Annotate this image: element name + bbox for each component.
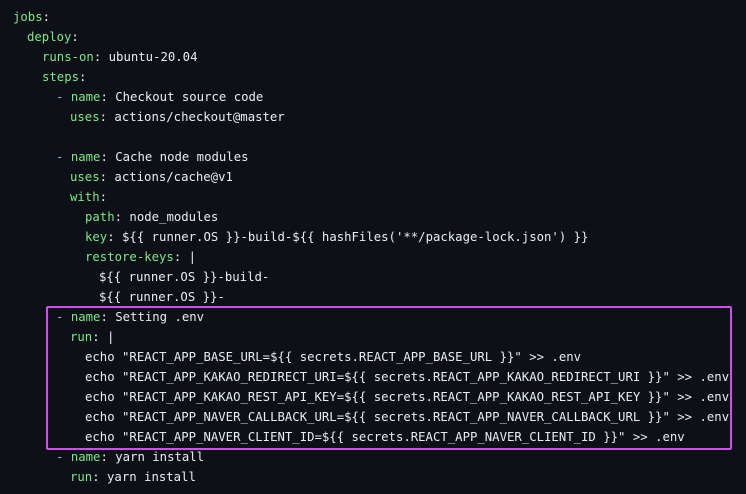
yaml-colon: :	[114, 210, 123, 224]
yaml-colon: :	[99, 190, 108, 204]
yaml-colon: :	[42, 10, 51, 24]
code-line: ${{ runner.OS }}-	[99, 287, 225, 307]
yaml-value: ubuntu-20.04	[101, 50, 198, 64]
yaml-value: node_modules	[122, 210, 219, 224]
yaml-colon: :	[100, 150, 108, 164]
yaml-colon: :	[173, 250, 182, 264]
yaml-value: Setting .env	[107, 310, 205, 324]
code-line: uses: actions/checkout@master	[70, 107, 285, 127]
yaml-colon: :	[92, 470, 100, 484]
code-line: with:	[70, 187, 107, 207]
code-line: echo "REACT_APP_KAKAO_REDIRECT_URI=${{ s…	[85, 367, 729, 387]
code-line: echo "REACT_APP_NAVER_CLIENT_ID=${{ secr…	[85, 427, 685, 447]
yaml-value: ${{ runner.OS }}-	[99, 290, 225, 304]
yaml-key: restore-keys	[85, 250, 174, 264]
yaml-key: name	[70, 450, 101, 464]
yaml-value: yarn install	[107, 450, 205, 464]
yaml-key: runs-on	[42, 50, 94, 64]
yaml-key: run	[70, 470, 93, 484]
yaml-key: name	[70, 90, 101, 104]
yaml-colon: :	[100, 310, 108, 324]
code-line: echo "REACT_APP_BASE_URL=${{ secrets.REA…	[85, 347, 581, 367]
yaml-colon: :	[100, 90, 108, 104]
yaml-value: echo "REACT_APP_BASE_URL=${{ secrets.REA…	[85, 350, 582, 364]
yaml-value: |	[181, 250, 197, 264]
yaml-key: uses	[70, 170, 100, 184]
yaml-value: actions/cache@v1	[107, 170, 233, 184]
yaml-value: Checkout source code	[107, 90, 264, 104]
yaml-colon: :	[93, 50, 102, 64]
yaml-colon: :	[107, 230, 115, 244]
yaml-value: echo "REACT_APP_NAVER_CLIENT_ID=${{ secr…	[85, 430, 685, 444]
yaml-key: uses	[70, 110, 100, 124]
yaml-colon: :	[100, 450, 108, 464]
code-line: echo "REACT_APP_KAKAO_REST_API_KEY=${{ s…	[85, 387, 729, 407]
yaml-value: ${{ runner.OS }}-build-	[99, 270, 270, 284]
yaml-value: echo "REACT_APP_KAKAO_REDIRECT_URI=${{ s…	[85, 370, 730, 384]
code-line: ${{ runner.OS }}-build-	[99, 267, 269, 287]
code-dash: -	[56, 150, 71, 164]
code-line: - name: Cache node modules	[56, 147, 249, 167]
code-line: runs-on: ubuntu-20.04	[42, 47, 197, 67]
yaml-colon: :	[71, 30, 79, 44]
yaml-value: actions/checkout@master	[107, 110, 285, 124]
yaml-key: deploy	[27, 30, 72, 44]
code-line: run: |	[70, 327, 114, 347]
yaml-value: echo "REACT_APP_KAKAO_REST_API_KEY=${{ s…	[85, 390, 730, 404]
yaml-colon: :	[99, 110, 108, 124]
code-line: jobs:	[13, 7, 50, 27]
code-line: echo "REACT_APP_NAVER_CALLBACK_URL=${{ s…	[85, 407, 729, 427]
code-line: uses: actions/cache@v1	[70, 167, 233, 187]
code-line: - name: Setting .env	[56, 307, 204, 327]
code-dash: -	[56, 310, 71, 324]
yaml-value: yarn install	[99, 470, 196, 484]
yaml-colon: :	[99, 170, 108, 184]
code-line: restore-keys: |	[85, 247, 196, 267]
yaml-key: run	[70, 330, 93, 344]
code-dash: -	[56, 90, 71, 104]
yaml-key: with	[70, 190, 100, 204]
code-line: path: node_modules	[85, 207, 218, 227]
yaml-colon: :	[92, 330, 100, 344]
yaml-key: jobs	[13, 10, 43, 24]
code-line: deploy:	[27, 27, 79, 47]
yaml-value: |	[99, 330, 115, 344]
yaml-key: name	[70, 310, 101, 324]
yaml-key: name	[70, 150, 101, 164]
code-line: run: yarn install	[70, 467, 196, 487]
yaml-key: key	[85, 230, 108, 244]
yaml-value: echo "REACT_APP_NAVER_CALLBACK_URL=${{ s…	[85, 410, 730, 424]
yaml-value: ${{ runner.OS }}-build-${{ hashFiles('**…	[114, 230, 589, 244]
code-line: - name: yarn install	[56, 447, 204, 467]
yaml-key: steps	[42, 70, 80, 84]
yaml-value: Cache node modules	[107, 150, 249, 164]
code-line: - name: Checkout source code	[56, 87, 263, 107]
yaml-key: path	[85, 210, 115, 224]
yaml-colon: :	[79, 70, 87, 84]
code-line: steps:	[42, 67, 86, 87]
code-dash: -	[56, 450, 71, 464]
code-line: key: ${{ runner.OS }}-build-${{ hashFile…	[85, 227, 588, 247]
